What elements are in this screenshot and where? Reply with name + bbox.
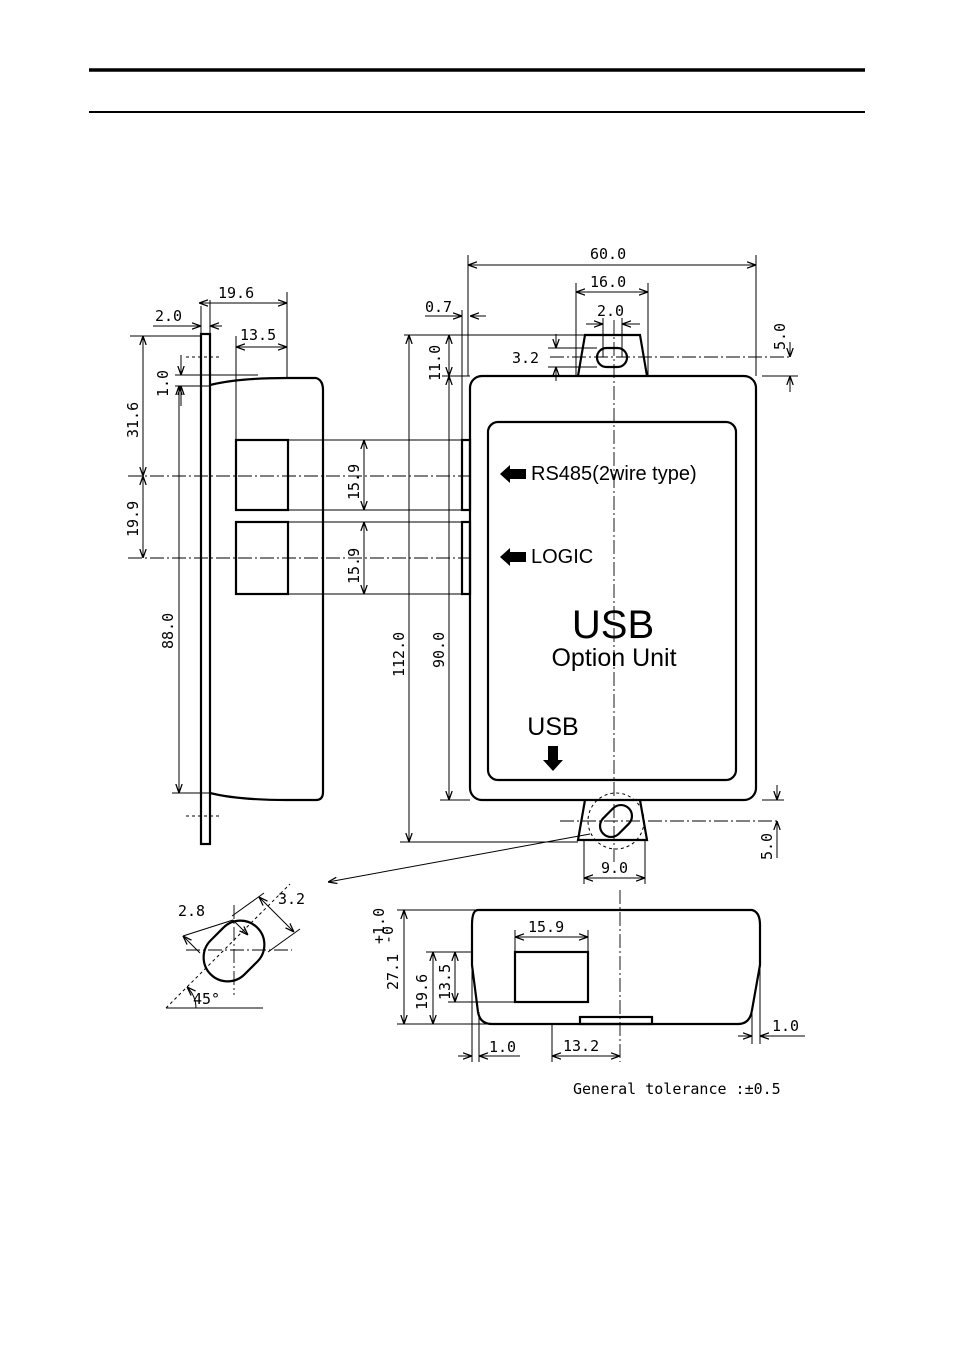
dim-width-16: 16.0 <box>590 273 626 291</box>
bottom-dim-1-0-right: 1.0 <box>772 1017 799 1035</box>
tolerance-note: General tolerance :±0.5 <box>573 1080 781 1098</box>
dim-slot-3-2: 3.2 <box>512 349 539 367</box>
front-view: RS485(2wire type) LOGIC USB Option Unit … <box>328 245 798 884</box>
dim-11: 11.0 <box>426 345 444 381</box>
dim-side-88: 88.0 <box>159 613 177 649</box>
front-top-tab <box>578 335 647 376</box>
side-body-outline <box>210 378 323 800</box>
detail-dim-2-8: 2.8 <box>178 902 205 920</box>
detail-dim-3-2: 3.2 <box>278 890 305 908</box>
label-option-unit: Option Unit <box>551 644 676 672</box>
arrow-rs485-icon <box>500 465 526 483</box>
slot-detail: 45° 2.8 3.2 <box>166 884 305 1008</box>
bottom-foot <box>580 1017 652 1024</box>
dim-0-7: 0.7 <box>425 298 452 316</box>
dim-conn-15-9-b: 15.9 <box>345 548 363 584</box>
bottom-dim-15-9: 15.9 <box>528 918 564 936</box>
dim-side-19-9: 19.9 <box>124 501 142 537</box>
bottom-dim-27-1: 27.1 <box>384 954 402 990</box>
dim-side-19-6: 19.6 <box>218 284 254 302</box>
label-logic: LOGIC <box>531 546 593 568</box>
front-connector-bump-rs485 <box>462 440 470 510</box>
dim-side-1-0: 1.0 <box>154 370 172 397</box>
dim-9: 9.0 <box>601 859 628 877</box>
dim-5-top: 5.0 <box>771 323 789 350</box>
dim-width-60: 60.0 <box>590 245 626 263</box>
label-usb-title: USB <box>572 603 654 647</box>
label-rs485: RS485(2wire type) <box>531 463 697 485</box>
bottom-tol-minus: -0 <box>379 926 397 944</box>
side-connector-rs485 <box>236 440 288 510</box>
bottom-view: 15.9 27.1 +1.0 -0 19.6 13.5 1.0 13.2 1.0 <box>370 890 805 1062</box>
arrow-logic-icon <box>500 548 526 566</box>
side-mount-plate <box>201 334 210 844</box>
bottom-dim-19-6: 19.6 <box>413 974 431 1010</box>
bottom-usb-port <box>515 952 588 1002</box>
dim-slot-2: 2.0 <box>597 302 624 320</box>
dim-side-31-6: 31.6 <box>124 402 142 438</box>
dim-conn-15-9-a: 15.9 <box>345 464 363 500</box>
bottom-dim-13-2: 13.2 <box>563 1037 599 1055</box>
dim-90: 90.0 <box>430 632 448 668</box>
bottom-dim-1-0-left: 1.0 <box>489 1038 516 1056</box>
side-view: 2.0 19.6 13.5 31.6 19.9 1.0 88.0 15. <box>124 284 470 844</box>
dim-side-2-0: 2.0 <box>155 307 182 325</box>
front-body-outline <box>470 376 756 800</box>
detail-angle: 45° <box>193 990 220 1008</box>
dim-5-bottom: 5.0 <box>758 833 776 860</box>
bottom-dim-13-5: 13.5 <box>436 964 454 1000</box>
dim-112: 112.0 <box>390 632 408 677</box>
dim-side-13-5: 13.5 <box>240 326 276 344</box>
label-usb-port: USB <box>527 713 578 741</box>
arrow-usb-down-icon <box>543 746 563 771</box>
